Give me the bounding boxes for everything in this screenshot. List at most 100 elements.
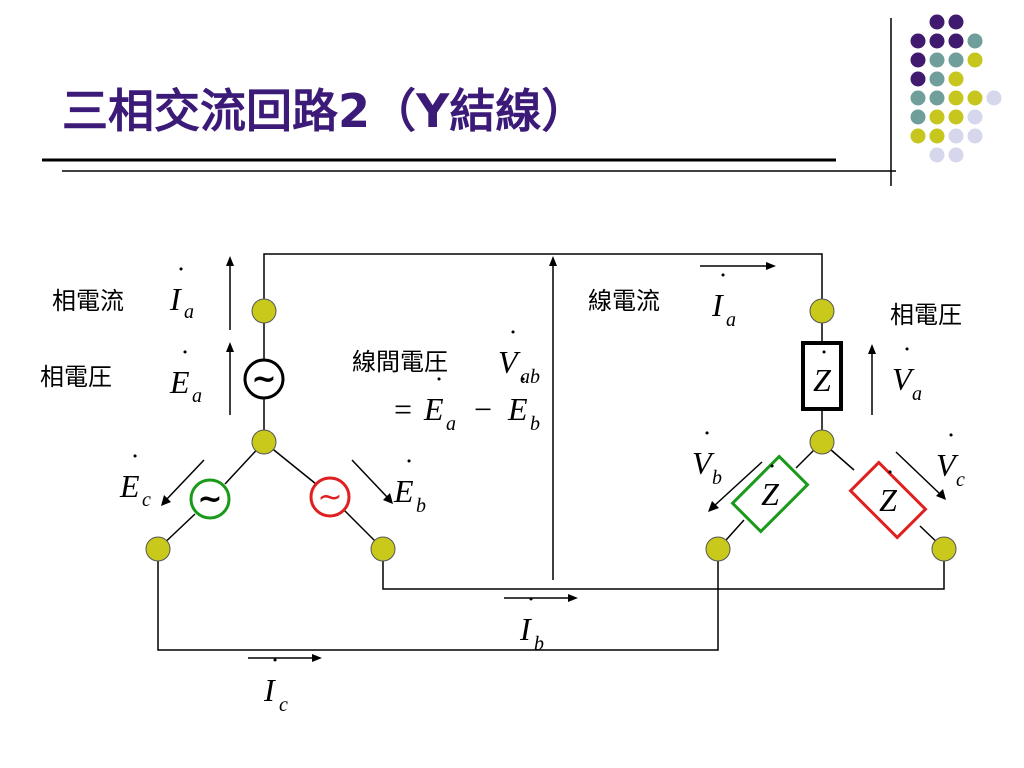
svg-text:I: I xyxy=(519,611,532,647)
svg-text:˙: ˙ xyxy=(508,324,518,357)
arrow-head-phase-voltage-c xyxy=(936,489,946,500)
svg-text:b: b xyxy=(534,633,544,655)
svg-text:˙: ˙ xyxy=(434,371,444,404)
label-phase-current: 相電流 xyxy=(52,287,124,315)
decor-dot xyxy=(948,128,964,144)
arrow-phase-voltage-b xyxy=(713,461,763,507)
decor-dot xyxy=(929,52,945,68)
svg-text:V: V xyxy=(892,361,915,397)
symbol-emf-a: E ˙ a xyxy=(169,344,202,407)
load-c-dot: ˙ xyxy=(885,464,895,497)
svg-text:I: I xyxy=(169,281,182,317)
source-a-symbol: ~ xyxy=(251,362,276,397)
arrow-head-phase-voltage-b xyxy=(708,501,719,512)
svg-text:c: c xyxy=(279,694,288,716)
symbol-phase-current-a: I ˙ a xyxy=(169,261,194,323)
line-a-wire xyxy=(263,253,823,311)
symbol-phase-voltage-c: V ˙ c xyxy=(936,427,965,491)
slide-title: 三相交流回路2（Y結線） xyxy=(62,84,588,138)
node-load-neutral xyxy=(809,429,835,455)
symbol-emf-b: E ˙ b xyxy=(393,453,426,517)
svg-text:I: I xyxy=(711,287,724,323)
arrow-emf-b xyxy=(351,459,389,499)
decor-dot xyxy=(948,33,964,49)
source-c-circle xyxy=(189,478,231,520)
svg-text:c: c xyxy=(956,469,965,491)
decor-dot xyxy=(967,90,983,106)
source-c: ~ xyxy=(189,478,231,520)
symbol-line-current-b: I ˙ b xyxy=(519,591,544,655)
arrow-head-line-current-a xyxy=(766,262,776,270)
load-a-z: Z xyxy=(813,362,832,398)
source-b-circle xyxy=(309,476,351,518)
node-load-a xyxy=(809,298,835,324)
svg-text:E: E xyxy=(393,473,414,509)
node-source-c xyxy=(145,536,171,562)
node-load-c xyxy=(931,536,957,562)
decor-dot xyxy=(929,109,945,125)
symbol-phase-voltage-b: V ˙ b xyxy=(692,425,722,489)
load-a: Z ˙ xyxy=(801,341,843,411)
text-labels: 相電流 相電圧 線間電圧 線電流 相電圧 xyxy=(40,287,962,391)
math-symbols: I ˙ a E ˙ a V ˙ ab = E ˙ a − E ˙ b I xyxy=(119,261,965,716)
svg-text:˙: ˙ xyxy=(176,261,186,294)
formula-line-voltage: = E ˙ a − E ˙ b xyxy=(394,371,540,435)
svg-text:˙: ˙ xyxy=(718,267,728,300)
decor-dot xyxy=(929,14,945,30)
symbol-phase-voltage-a: V ˙ a xyxy=(892,341,922,405)
label-phase-voltage-right: 相電圧 xyxy=(890,301,962,329)
label-phase-voltage-left: 相電圧 xyxy=(40,363,112,391)
svg-text:a: a xyxy=(192,385,202,407)
load-b-box xyxy=(730,454,810,534)
voltage-sources: ~ ~ ~ xyxy=(189,358,351,520)
load-b-dot: ˙ xyxy=(767,458,777,491)
decor-dot xyxy=(929,90,945,106)
decor-dot xyxy=(948,109,964,125)
load-c: Z ˙ xyxy=(848,460,928,540)
decor-dot xyxy=(948,52,964,68)
decor-dot xyxy=(986,90,1002,106)
decor-dot xyxy=(910,90,926,106)
svg-text:E: E xyxy=(169,364,190,400)
svg-text:b: b xyxy=(530,413,540,435)
decor-dot xyxy=(948,14,964,30)
svg-text:E: E xyxy=(507,391,528,427)
header-rules xyxy=(42,18,896,186)
svg-text:˙: ˙ xyxy=(180,344,190,377)
decor-dot xyxy=(929,71,945,87)
decor-dot xyxy=(929,128,945,144)
symbol-line-current-a: I ˙ a xyxy=(711,267,736,331)
arrow-head-line-voltage-ab xyxy=(549,256,557,266)
arrow-head-emf-a xyxy=(226,342,234,352)
svg-text:˙: ˙ xyxy=(270,652,280,685)
decor-dot xyxy=(910,109,926,125)
decor-dot xyxy=(948,147,964,163)
impedance-loads: Z ˙ Z ˙ Z ˙ xyxy=(730,341,928,540)
arrow-emf-c xyxy=(165,459,205,501)
svg-text:˙: ˙ xyxy=(702,425,712,458)
decor-dot xyxy=(929,147,945,163)
arrow-head-emf-b xyxy=(383,493,393,504)
arrow-phase-voltage-c xyxy=(895,451,941,495)
svg-text:b: b xyxy=(416,495,426,517)
source-a: ~ xyxy=(243,358,285,400)
arrow-head-line-current-b xyxy=(568,594,578,602)
decor-dot xyxy=(929,33,945,49)
svg-text:˙: ˙ xyxy=(946,427,956,460)
decor-dot xyxy=(910,71,926,87)
svg-text:E: E xyxy=(119,468,140,504)
svg-text:V: V xyxy=(692,445,715,481)
decor-dot xyxy=(948,90,964,106)
formula-minus: − xyxy=(474,391,492,427)
svg-text:a: a xyxy=(184,301,194,323)
load-a-dot: ˙ xyxy=(819,344,829,377)
decor-dot xyxy=(967,33,983,49)
decor-dot xyxy=(948,71,964,87)
svg-text:b: b xyxy=(712,467,722,489)
decor-dot xyxy=(967,109,983,125)
svg-text:ab: ab xyxy=(520,366,540,388)
load-c-box xyxy=(848,460,928,540)
arrow-head-phase-current-a xyxy=(226,256,234,266)
decorative-dot-grid xyxy=(910,14,1002,163)
formula-equals: = xyxy=(394,391,412,427)
